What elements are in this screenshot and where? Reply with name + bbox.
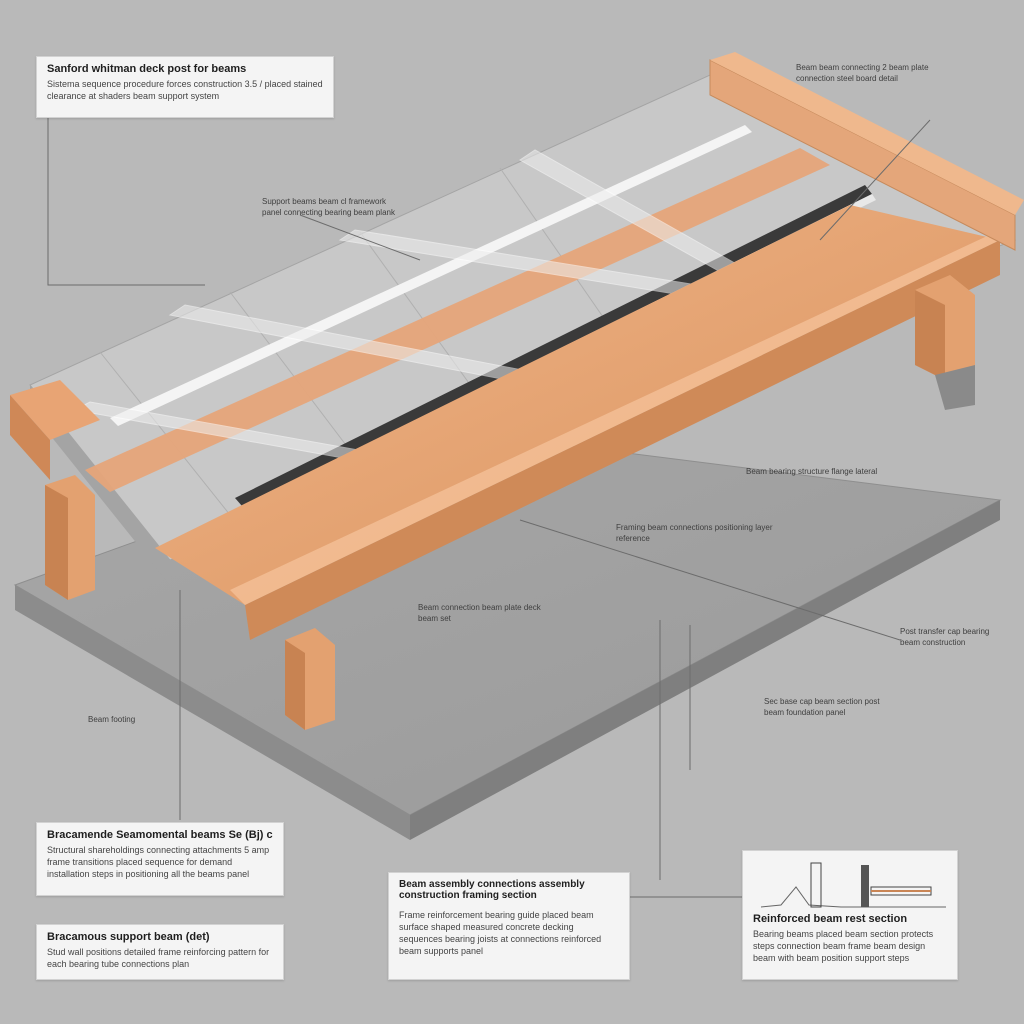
support-posts xyxy=(45,275,975,730)
callout-top-left: Sanford whitman deck post for beams Sist… xyxy=(36,56,334,118)
callout-mid-left: Bracamende Seamomental beams Se (Bj) con… xyxy=(36,822,284,896)
label-center-right: Framing beam connections positioning lay… xyxy=(616,523,773,543)
section-detail-sketch xyxy=(760,862,946,908)
right-cap-beam xyxy=(709,52,1024,251)
main-timber-beam xyxy=(155,205,1000,640)
callout-bottom-left: Bracamous support beam (det) Stud wall p… xyxy=(36,924,284,980)
label-right-lower: Post transfer cap bearing beam construct… xyxy=(900,627,990,647)
label-upper-mid: Support beams beam cl framework panel co… xyxy=(262,197,395,217)
callout-top-left-title: Sanford whitman deck post for beams xyxy=(47,63,247,75)
label-center: Beam connection beam plate deck beam set xyxy=(418,603,541,623)
callout-bottom-center: Beam assembly connections assembly const… xyxy=(388,872,630,980)
callout-bottom-left-title: Bracamous support beam (det) xyxy=(47,931,210,943)
callout-bottom-left-body: Stud wall positions detailed frame reinf… xyxy=(47,947,270,969)
callout-top-left-body: Sistema sequence procedure forces constr… xyxy=(47,79,323,101)
label-right-mid: Beam bearing structure flange lateral xyxy=(746,467,878,476)
left-end-beam xyxy=(10,380,100,480)
callout-bottom-right: Reinforced beam rest section Bearing bea… xyxy=(742,850,958,980)
callout-bottom-right-title: Reinforced beam rest section xyxy=(753,913,908,925)
callout-bottom-center-title: Beam assembly connections assembly const… xyxy=(399,879,585,901)
label-left-small: Beam footing xyxy=(88,715,136,724)
label-top-right: Beam beam connecting 2 beam plate connec… xyxy=(796,63,929,83)
callout-mid-left-body: Structural shareholdings connecting atta… xyxy=(47,845,270,879)
callout-bottom-center-body: Frame reinforcement bearing guide placed… xyxy=(399,910,602,956)
callout-mid-left-title: Bracamende Seamomental beams Se (Bj) con… xyxy=(47,829,273,841)
label-right-lower-2: Sec base cap beam section post beam foun… xyxy=(764,697,880,717)
callout-bottom-right-body: Bearing beams placed beam section protec… xyxy=(753,929,934,963)
leader-lines xyxy=(47,118,931,898)
